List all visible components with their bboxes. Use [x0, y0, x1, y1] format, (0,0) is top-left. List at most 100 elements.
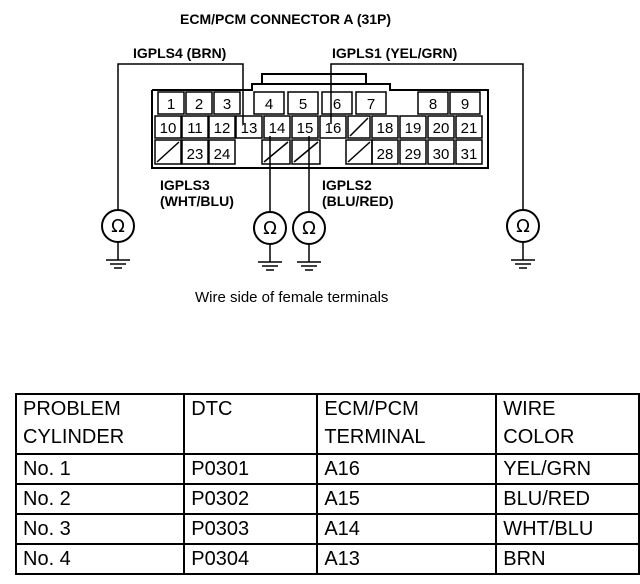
pin-13-cell [235, 115, 263, 139]
header-dtc: DTC [183, 393, 319, 455]
cell-cylinder: No. 1 [14, 453, 186, 485]
cell-wire-color: WHT/BLU [495, 513, 640, 545]
table-row: No. 3 P0303 A14 WHT/BLU [14, 513, 640, 545]
pin-8-cell [417, 91, 449, 115]
cell-dtc: P0304 [183, 543, 319, 575]
pin-3-cell [213, 91, 241, 115]
connector-diagram: ECM/PCM CONNECTOR A (31P) IGPLS4 (BRN) I… [101, 11, 540, 306]
pin-7-cell [355, 91, 387, 115]
pin-14-cell [263, 115, 291, 139]
pin-21-cell [455, 115, 483, 139]
pin-18-number: 18 [377, 120, 394, 137]
pin-24-cell [208, 139, 236, 165]
wire-color-table: PROBLEM CYLINDER DTC ECM/PCM TERMINAL WI… [14, 393, 640, 575]
pin-8-number: 8 [429, 96, 437, 113]
cell-dtc: P0303 [183, 513, 319, 545]
pin-31-cell [455, 139, 483, 165]
pin-11-cell [181, 115, 209, 139]
pin-11-number: 11 [187, 120, 203, 137]
header-problem-cylinder: PROBLEM CYLINDER [14, 393, 186, 455]
pin-blank-17-cell [347, 115, 371, 139]
cell-cylinder: No. 4 [14, 543, 186, 575]
pin-blank-17-blank-slash [349, 117, 369, 137]
cell-terminal: A16 [316, 453, 498, 485]
ohmmeter-igpls1-icon: Ω [506, 209, 540, 269]
ohmmeter-igpls4-omega: Ω [111, 216, 125, 237]
ohmmeter-igpls2-omega: Ω [302, 218, 316, 239]
cell-wire-color: BRN [495, 543, 640, 575]
pin-blank-25-blank-slash [263, 141, 289, 163]
cell-cylinder: No. 2 [14, 483, 186, 515]
ohmmeter-igpls4-icon: Ω [101, 209, 135, 269]
label-igpls3-line1: IGPLS3 [160, 177, 210, 193]
pin-blank-22-blank-slash [156, 141, 180, 163]
pin-16-cell [319, 115, 347, 139]
pin-blank-26-blank-slash [293, 141, 319, 163]
pin-4-number: 4 [265, 96, 273, 113]
pin-30-cell [427, 139, 455, 165]
pin-4-cell [253, 91, 285, 115]
cell-terminal: A14 [316, 513, 498, 545]
ohmmeter-igpls1-omega: Ω [516, 216, 530, 237]
pin-23-number: 23 [187, 146, 204, 163]
pin-28-number: 28 [377, 146, 394, 163]
cell-wire-color: BLU/RED [495, 483, 640, 515]
pin-15-number: 15 [297, 120, 314, 137]
ohmmeter-igpls3-icon: Ω [253, 211, 287, 271]
pin-5-number: 5 [299, 96, 307, 113]
label-igpls2-line1: IGPLS2 [322, 177, 372, 193]
pin-12-cell [208, 115, 236, 139]
cell-dtc: P0301 [183, 453, 319, 485]
pin-19-number: 19 [405, 120, 422, 137]
header-ecm-terminal: ECM/PCM TERMINAL [316, 393, 498, 455]
pin-18-cell [371, 115, 399, 139]
pin-24-number: 24 [214, 146, 231, 163]
pin-blank-26-cell [291, 139, 321, 165]
wire-igpls4 [117, 63, 244, 210]
cell-cylinder: No. 3 [14, 513, 186, 545]
wire-igpls1 [330, 63, 524, 210]
cell-wire-color: YEL/GRN [495, 453, 640, 485]
pin-15-cell [291, 115, 319, 139]
table-row: No. 2 P0302 A15 BLU/RED [14, 483, 640, 515]
pin-9-cell [449, 91, 481, 115]
pin-12-number: 12 [214, 120, 231, 137]
cell-dtc: P0302 [183, 483, 319, 515]
diagram-caption: Wire side of female terminals [195, 289, 388, 306]
pin-6-cell [321, 91, 353, 115]
wires [117, 63, 524, 214]
pin-1-number: 1 [167, 96, 175, 113]
label-igpls4: IGPLS4 (BRN) [133, 45, 226, 61]
ohmmeter-igpls2-icon: Ω [292, 211, 326, 271]
table-row: No. 1 P0301 A16 YEL/GRN [14, 453, 640, 485]
header-wire-color: WIRE COLOR [495, 393, 640, 455]
label-igpls1: IGPLS1 (YEL/GRN) [332, 45, 457, 61]
table-row: No. 4 P0304 A13 BRN [14, 543, 640, 575]
pin-19-cell [399, 115, 427, 139]
label-igpls2-line2: (BLU/RED) [322, 193, 394, 209]
pin-6-number: 6 [333, 96, 341, 113]
pin-2-cell [185, 91, 213, 115]
pin-blank-25-cell [261, 139, 291, 165]
pin-2-number: 2 [195, 96, 203, 113]
pin-blank-22-cell [154, 139, 182, 165]
pin-3-number: 3 [223, 96, 231, 113]
pin-29-cell [399, 139, 427, 165]
pin-5-cell [287, 91, 319, 115]
pin-10-cell [154, 115, 182, 139]
pin-7-number: 7 [367, 96, 375, 113]
pin-blank-27-blank-slash [347, 141, 371, 163]
pin-20-number: 20 [433, 120, 450, 137]
diagram-title: ECM/PCM CONNECTOR A (31P) [180, 11, 391, 27]
connector-outline [151, 73, 489, 169]
pin-1-cell [157, 91, 185, 115]
table-header-row: PROBLEM CYLINDER DTC ECM/PCM TERMINAL WI… [14, 393, 640, 455]
pin-30-number: 30 [433, 146, 450, 163]
pin-14-number: 14 [269, 120, 286, 137]
cell-terminal: A15 [316, 483, 498, 515]
pin-31-number: 31 [461, 146, 478, 163]
ohmmeter-igpls3-omega: Ω [263, 218, 277, 239]
pin-16-number: 16 [325, 120, 342, 137]
